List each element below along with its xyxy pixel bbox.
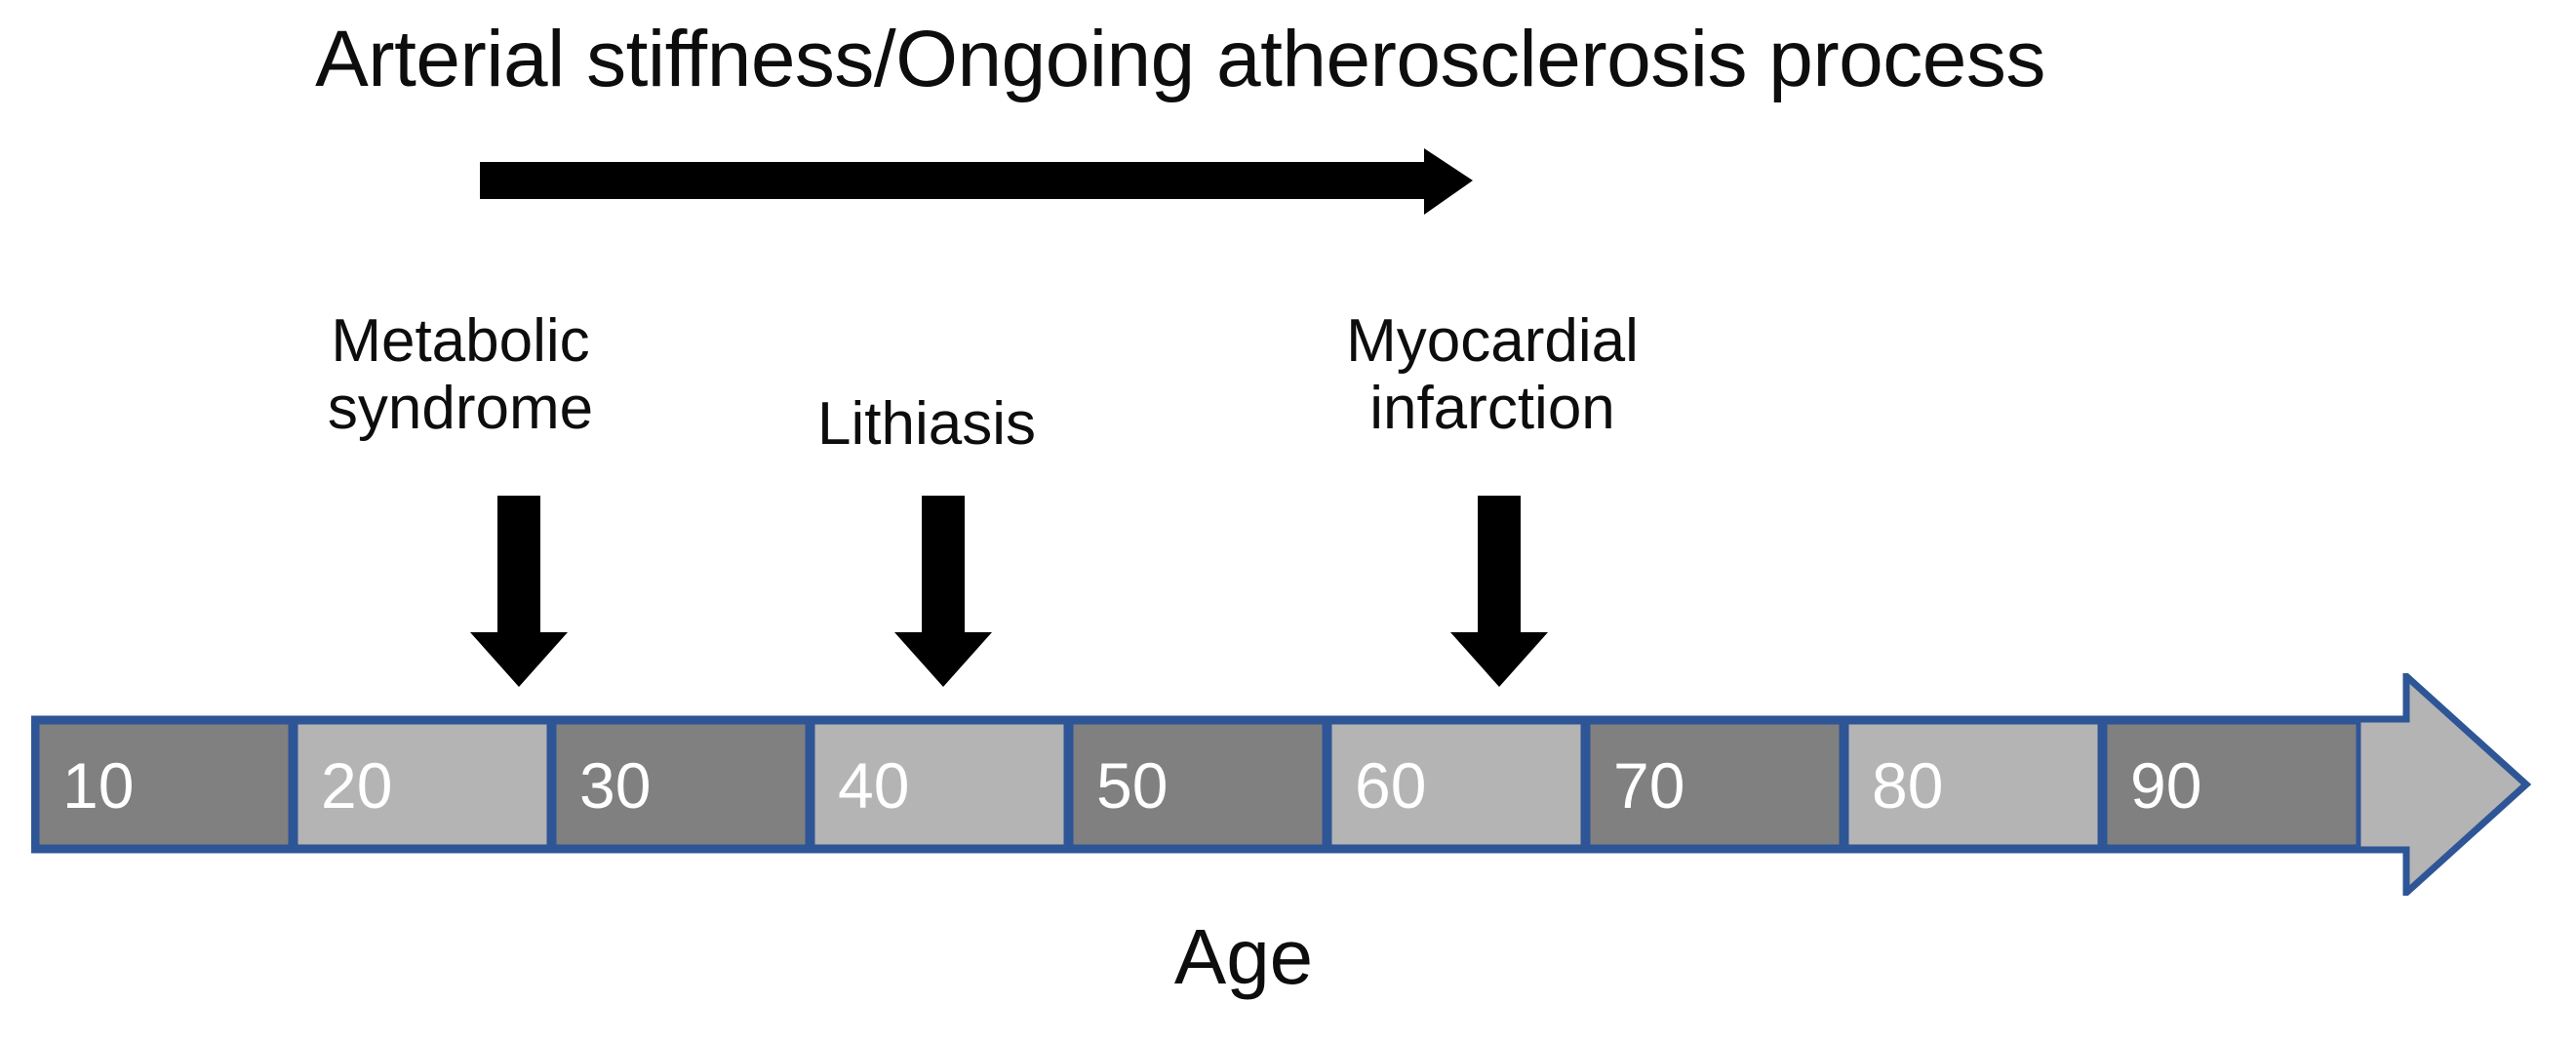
myocardial-infarction-pointer-arrow [1446, 496, 1553, 691]
metabolic-syndrome-pointer-arrow [465, 496, 573, 691]
timeline-segment-50 [1068, 719, 1328, 850]
down-arrow-shape [894, 496, 992, 687]
axis-label-age: Age [1173, 913, 1314, 1000]
event-label-lithiasis: Lithiasis [817, 390, 1036, 458]
down-arrow-shape [1450, 496, 1548, 687]
age-timeline: 10 20 30 40 50 60 70 80 90 [31, 673, 2548, 896]
timeline-segment-label-80: 80 [1872, 749, 1943, 822]
timeline-segment-label-40: 40 [838, 749, 909, 822]
timeline-segment-90 [2102, 719, 2361, 850]
timeline-segment-30 [551, 719, 811, 850]
timeline-segment-label-50: 50 [1096, 749, 1168, 822]
timeline-segment-label-20: 20 [321, 749, 392, 822]
event-label-metabolic-syndrome: Metabolic syndrome [327, 307, 594, 443]
timeline-segment-label-30: 30 [579, 749, 651, 822]
timeline-segment-label-10: 10 [62, 749, 134, 822]
timeline-segment-40 [810, 719, 1069, 850]
arterial-stiffness-progression-arrow [480, 144, 1473, 222]
event-label-myocardial-infarction: Myocardial infarction [1346, 307, 1639, 443]
timeline-segment-label-90: 90 [2130, 749, 2201, 822]
timeline-segment-60 [1327, 719, 1586, 850]
timeline-segment-label-60: 60 [1355, 749, 1426, 822]
timeline-segments: 10 20 30 40 50 60 70 80 90 [34, 719, 2361, 850]
timeline-segment-80 [1843, 719, 2103, 850]
down-arrow-shape [470, 496, 568, 687]
page-title: Arterial stiffness/Ongoing atheroscleros… [315, 15, 2045, 103]
timeline-segment-label-70: 70 [1613, 749, 1684, 822]
process-arrow-shape [480, 148, 1473, 215]
lithiasis-pointer-arrow [890, 496, 997, 691]
timeline-segment-70 [1585, 719, 1844, 850]
timeline-segment-20 [293, 719, 552, 850]
timeline-segment-10 [34, 719, 294, 850]
